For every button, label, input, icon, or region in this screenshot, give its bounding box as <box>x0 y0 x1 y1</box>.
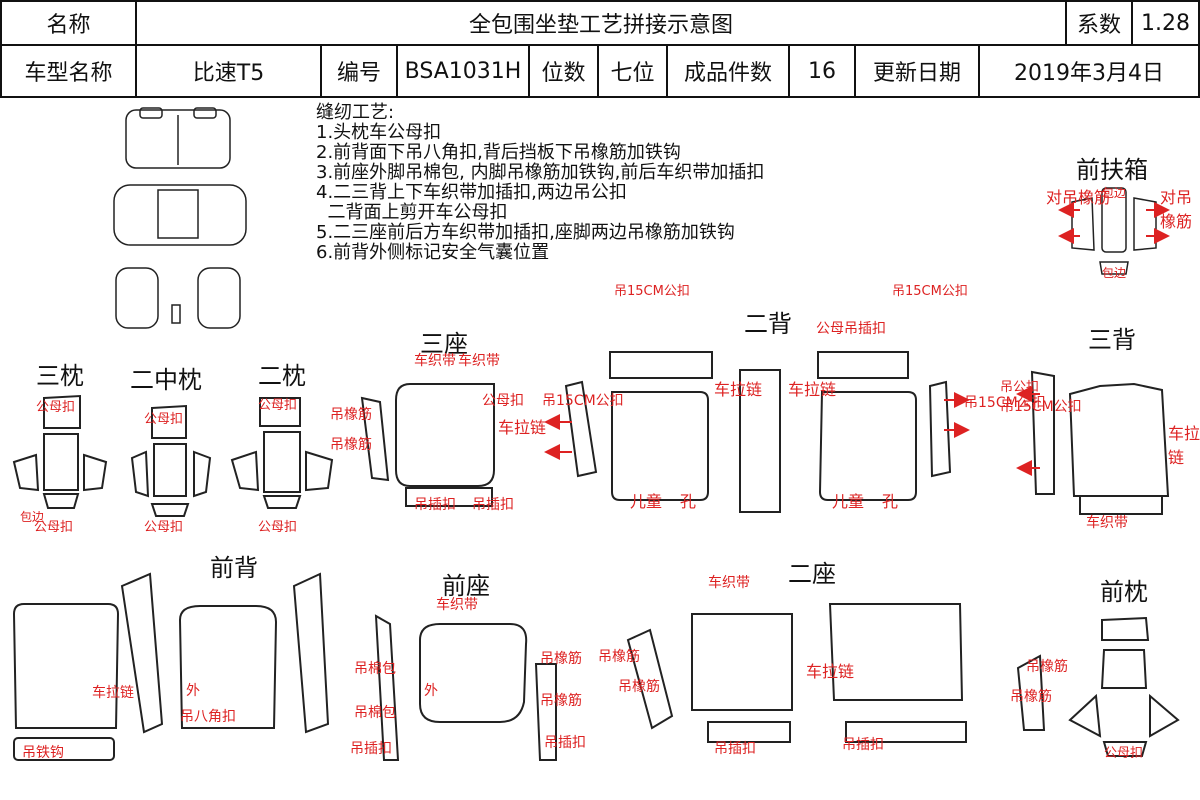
label-dui-diao-xiangjin: 对吊橡筋 <box>1046 188 1111 207</box>
label-gongmu-kou: 公母扣 <box>144 520 184 535</box>
label-diao-15cm: 吊15CM公扣 <box>542 393 624 409</box>
san-bei-pieces <box>1030 370 1170 515</box>
name-label: 名称 <box>0 0 137 46</box>
label-diao-xiangjin: 吊橡筋 <box>330 407 372 423</box>
label-che-la-lian: 车拉链 <box>92 685 134 701</box>
label-diao-xiangjin: 吊橡筋 <box>1026 659 1068 675</box>
label-che-zhi-dai: 车织带 <box>414 353 456 369</box>
heading-qian-bei: 前背 <box>210 554 258 582</box>
label-wai: 外 <box>186 683 200 699</box>
label-diao-cha-kou: 吊插扣 <box>842 737 884 753</box>
label-gong-kou: 公母扣 <box>482 393 524 409</box>
label-diao-bajiao: 吊八角扣 <box>180 709 236 725</box>
car-model: 比速T5 <box>135 44 322 98</box>
label-diao-tiegou: 吊铁钩 <box>22 745 64 761</box>
seats-label: 位数 <box>528 44 599 98</box>
heading-er-zhen: 二枕 <box>258 362 306 390</box>
er-zhong-zhen-pieces <box>130 404 212 517</box>
note-item: 5.二三座前后方车织带加插扣,座脚两边吊橡筋加铁钩 <box>316 222 735 243</box>
label-diao-gong-kou: 吊公扣 <box>1000 380 1040 395</box>
label-gongmu-kou: 公母扣 <box>1104 746 1144 761</box>
heading-san-zhen: 三枕 <box>36 362 84 390</box>
label-bao-bian: 包边 <box>20 510 45 524</box>
san-zuo-pieces <box>360 383 495 507</box>
date-value: 2019年3月4日 <box>978 44 1200 98</box>
label-bao-bian: 包边 <box>1102 186 1127 200</box>
seats-value: 七位 <box>597 44 668 98</box>
label-diao-xiangjin: 吊橡筋 <box>598 649 640 665</box>
label-wai: 外 <box>424 683 438 699</box>
label-diao-mianbao: 吊棉包 <box>354 661 396 677</box>
label-che-la-lian: 车拉链 <box>714 380 763 399</box>
arrow-markers <box>544 202 1170 476</box>
er-bei-pieces <box>564 351 952 513</box>
label-gongmu-kou: 公母扣 <box>258 520 298 535</box>
date-label: 更新日期 <box>854 44 980 98</box>
label-diao-cha-kou: 吊插扣 <box>714 741 756 757</box>
label-diao-cha-kou: 吊插扣 <box>414 497 456 513</box>
er-zhen-pieces <box>230 397 334 509</box>
label-diao-mianbao: 吊棉包 <box>354 705 396 721</box>
heading-san-zuo: 三座 <box>420 330 468 358</box>
note-item: 4.二三背上下车织带加插扣,两边吊公扣 <box>316 182 627 203</box>
label-che-la-lian: 车拉链 <box>806 662 855 681</box>
heading-qian-zhen: 前枕 <box>1100 578 1148 606</box>
note-item: 二背面上剪开车公母扣 <box>316 202 508 223</box>
qian-zhen-pieces <box>1068 616 1180 757</box>
label-diao-xiangjin: 吊橡筋 <box>618 679 660 695</box>
note-item: 3.前座外脚吊棉包, 内脚吊橡筋加铁钩,前后车织带加插扣 <box>316 162 765 183</box>
sewing-notes: 缝纫工艺: 1.头枕车公母扣 2.前背面下吊八角扣,背后挡板下吊橡筋加铁钩 3.… <box>316 103 764 263</box>
heading-er-zhong-zhen: 二中枕 <box>130 366 202 394</box>
label-diao-cha-kou: 吊插扣 <box>472 497 514 513</box>
label-gongmu-kou: 公母扣 <box>144 412 184 427</box>
label-er-tong: 儿童 <box>832 492 865 511</box>
label-che-la-lian: 车拉链 <box>498 418 547 437</box>
heading-san-bei: 三背 <box>1088 326 1136 354</box>
code-label: 编号 <box>320 44 398 98</box>
label-che-zhi-dai: 车织带 <box>1086 515 1128 531</box>
label-gongmu-kou: 公母扣 <box>36 400 76 415</box>
car-model-label: 车型名称 <box>0 44 137 98</box>
er-zuo-pieces <box>626 603 1046 743</box>
label-che-la-lian: 车拉链 <box>788 380 837 399</box>
label-diao-15cm: 吊15CM公扣 <box>1000 399 1082 415</box>
label-dui-diao-xiangjin: 对吊橡筋 <box>1160 188 1193 231</box>
label-diao-15cm: 吊15CM公扣 <box>892 284 968 299</box>
label-diao-xiangjin: 吊橡筋 <box>330 437 372 453</box>
label-diao-xiangjin: 吊橡筋 <box>540 651 582 667</box>
header-table: 名称 全包围坐垫工艺拼接示意图 系数 1.28 车型名称 比速T5 编号 BSA… <box>0 0 1200 98</box>
seat-overview-thumbnail <box>113 107 247 329</box>
note-item: 6.前背外侧标记安全气囊位置 <box>316 242 550 263</box>
note-item: 2.前背面下吊八角扣,背后挡板下吊橡筋加铁钩 <box>316 142 681 163</box>
notes-title: 缝纫工艺: <box>316 102 395 123</box>
qian-zuo-pieces <box>374 614 557 761</box>
label-gongmu-kou: 公母扣 <box>258 398 298 413</box>
heading-qian-zuo: 前座 <box>442 572 490 600</box>
label-diao-xiangjin: 吊橡筋 <box>1010 689 1052 705</box>
heading-qian-fu-xiang: 前扶箱 <box>1076 156 1148 184</box>
heading-er-bei: 二背 <box>744 310 792 338</box>
coef-value: 1.28 <box>1131 0 1200 46</box>
label-diao-15cm: 吊15CM公扣 <box>964 395 1046 411</box>
label-diao-cha-kou: 吊插扣 <box>350 741 392 757</box>
qian-bei-pieces <box>12 572 330 761</box>
label-kong: 孔 <box>680 492 697 511</box>
heading-er-zuo: 二座 <box>788 560 836 588</box>
label-gongmu-diaochakou: 公母吊插扣 <box>816 321 886 337</box>
label-kong: 孔 <box>882 492 899 511</box>
label-er-tong: 儿童 <box>630 492 663 511</box>
label-gongmu-kou: 公母扣 <box>34 520 74 535</box>
san-zhen-pieces <box>12 394 108 509</box>
label-che-zhi-dai: 车织带 <box>436 597 478 613</box>
code-value: BSA1031H <box>396 44 530 98</box>
label-diao-15cm: 吊15CM公扣 <box>614 284 690 299</box>
note-item: 1.头枕车公母扣 <box>316 122 442 143</box>
label-bao-bian-short: 包边 <box>1102 266 1127 280</box>
label-diao-cha-kou: 吊插扣 <box>544 735 586 751</box>
label-che-zhi-dai: 车织带 <box>458 353 500 369</box>
label-diao-xiangjin: 吊橡筋 <box>540 693 582 709</box>
label-che-zhi-dai: 车织带 <box>708 575 750 591</box>
label-che-la-lian: 车拉链 <box>1168 424 1200 467</box>
